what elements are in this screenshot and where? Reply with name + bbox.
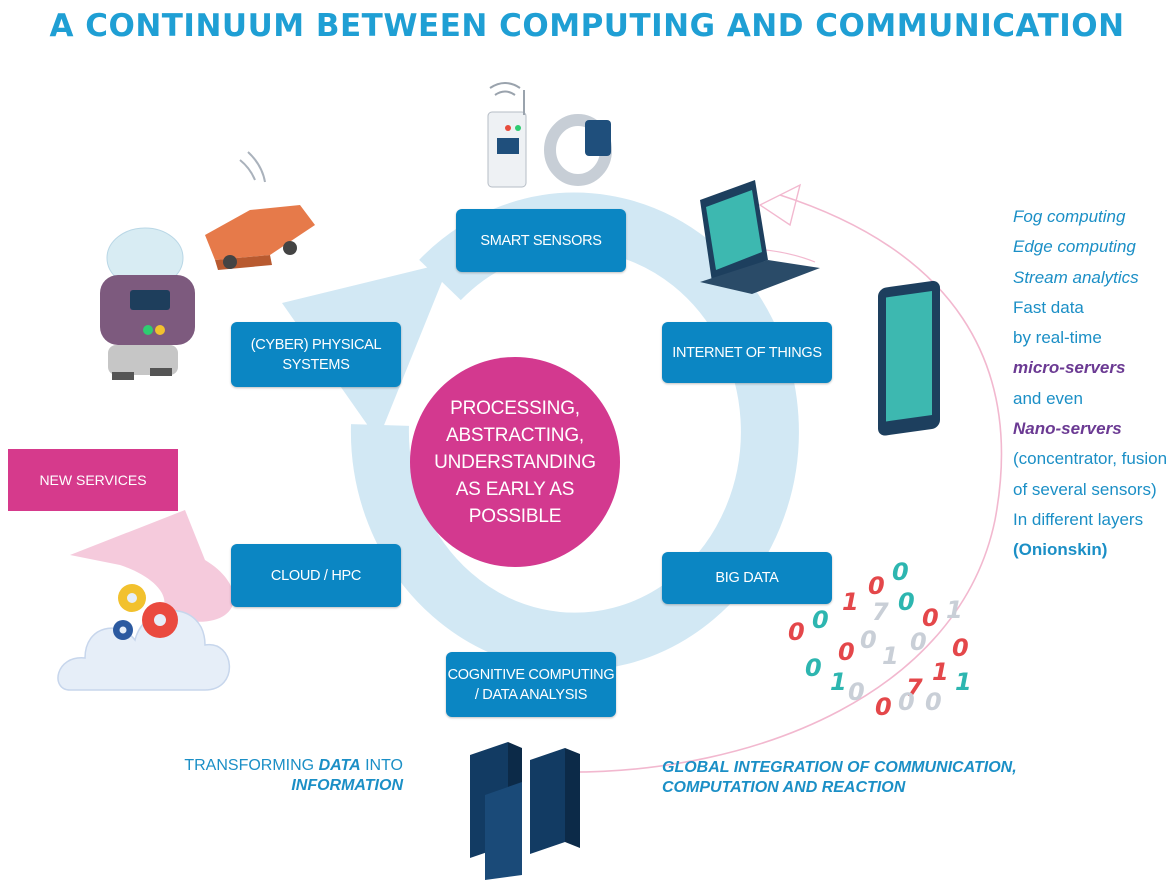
outer-ring-line xyxy=(559,194,1003,773)
cognitive-label-line1: COGNITIVE COMPUTING xyxy=(447,666,615,683)
center-line-3: UNDERSTANDING xyxy=(434,451,596,473)
caption-right-line1: GLOBAL INTEGRATION OF COMMUNICATION, xyxy=(662,759,1017,776)
iot-box: INTERNET OF THINGS xyxy=(662,322,832,383)
iot-label: INTERNET OF THINGS xyxy=(672,344,822,361)
binary-digit: 0 xyxy=(860,626,877,654)
cognitive-label-line2: / DATA ANALYSIS xyxy=(474,686,588,703)
side-note-stream: Stream analytics xyxy=(1013,267,1139,287)
wireless-sensor-icon xyxy=(487,82,527,188)
cyber-label-line2: SYSTEMS xyxy=(282,356,350,373)
binary-digit: 0 xyxy=(868,572,885,600)
binary-digit: 0 xyxy=(952,634,969,662)
binary-digit: 1 xyxy=(932,658,949,686)
binary-digit: 0 xyxy=(838,638,855,666)
binary-digit: 1 xyxy=(830,668,847,696)
cyber-physical-box: (CYBER) PHYSICAL SYSTEMS xyxy=(231,322,401,387)
center-line-1: PROCESSING, xyxy=(450,397,580,419)
binary-digit: 1 xyxy=(882,642,899,670)
caption-left-part3: INTO xyxy=(360,757,403,774)
side-note-concentrator: (concentrator, fusion xyxy=(1013,449,1168,469)
caption-left-part1: TRANSFORMING xyxy=(184,757,319,774)
side-notes: Fog computing Edge computing Stream anal… xyxy=(1013,202,1174,566)
smartphone-icon xyxy=(878,280,940,436)
cognitive-computing-box: COGNITIVE COMPUTING / DATA ANALYSIS xyxy=(446,652,616,717)
binary-digit: 1 xyxy=(946,596,963,624)
smart-sensors-box: SMART SENSORS xyxy=(456,209,626,272)
laptop-icon xyxy=(700,180,820,294)
big-data-box: BIG DATA xyxy=(662,552,832,604)
side-note-real-time: by real-time xyxy=(1013,328,1102,348)
big-data-label: BIG DATA xyxy=(715,570,779,586)
binary-digit: 0 xyxy=(812,606,829,634)
outer-ring-arrowhead xyxy=(758,183,802,227)
binary-digit: 0 xyxy=(875,693,892,721)
binary-digit: 0 xyxy=(898,688,915,716)
binary-digit: 0 xyxy=(925,688,942,716)
smart-ring-icon xyxy=(544,114,612,186)
smart-sensors-label: SMART SENSORS xyxy=(480,232,602,249)
new-services-label: NEW SERVICES xyxy=(39,472,147,488)
caption-transforming-data: TRANSFORMING DATA INTO INFORMATION xyxy=(150,756,403,796)
side-note-several-sensors: of several sensors) xyxy=(1013,479,1157,499)
side-note-fast-data: Fast data xyxy=(1013,297,1084,317)
binary-digit: 0 xyxy=(898,588,915,616)
caption-global-integration: GLOBAL INTEGRATION OF COMMUNICATION, COM… xyxy=(662,758,1062,798)
binary-digit: 0 xyxy=(892,558,909,586)
cloud-gears-icon xyxy=(57,584,231,691)
side-note-micro-servers: micro-servers xyxy=(1013,358,1126,378)
caption-left-data: DATA xyxy=(318,757,361,774)
new-services-arrow xyxy=(70,510,234,622)
center-line-4: AS EARLY AS xyxy=(455,478,575,500)
new-services-box: NEW SERVICES xyxy=(8,449,178,511)
binary-digit: 0 xyxy=(788,618,805,646)
cloud-hpc-box: CLOUD / HPC xyxy=(231,544,401,607)
binary-data-icon: 0 0 1 0 0 7 0 0 1 0 0 1 0 0 1 0 1 7 0 0 … xyxy=(788,558,972,721)
side-note-and-even: and even xyxy=(1013,388,1083,408)
car-icon xyxy=(205,151,315,270)
cyber-label-line1: (CYBER) PHYSICAL xyxy=(250,336,382,353)
binary-digit: 7 xyxy=(872,598,889,626)
side-note-onionskin: (Onionskin) xyxy=(1013,540,1108,560)
cloud-hpc-label: CLOUD / HPC xyxy=(270,567,362,584)
binary-digit: 7 xyxy=(906,674,923,702)
server-racks-icon xyxy=(470,742,580,880)
binary-digit: 0 xyxy=(910,628,927,656)
side-note-nano-servers: Nano-servers xyxy=(1013,419,1122,439)
robot-icon xyxy=(100,227,195,380)
side-note-layers: In different layers xyxy=(1013,509,1144,529)
binary-digit: 0 xyxy=(848,678,865,706)
binary-digit: 1 xyxy=(955,668,972,696)
binary-digit: 0 xyxy=(805,654,822,682)
diagram-title: A CONTINUUM BETWEEN COMPUTING AND COMMUN… xyxy=(49,8,1125,44)
binary-digit: 0 xyxy=(922,604,939,632)
center-circle: PROCESSING, ABSTRACTING, UNDERSTANDING A… xyxy=(410,357,620,567)
caption-right-line2: COMPUTATION AND REACTION xyxy=(662,779,906,796)
side-note-edge: Edge computing xyxy=(1013,237,1136,257)
binary-digit: 1 xyxy=(842,588,859,616)
center-line-5: POSSIBLE xyxy=(468,505,562,527)
center-line-2: ABSTRACTING, xyxy=(445,424,584,446)
caption-left-information: INFORMATION xyxy=(291,777,403,794)
side-note-fog: Fog computing xyxy=(1013,207,1126,226)
